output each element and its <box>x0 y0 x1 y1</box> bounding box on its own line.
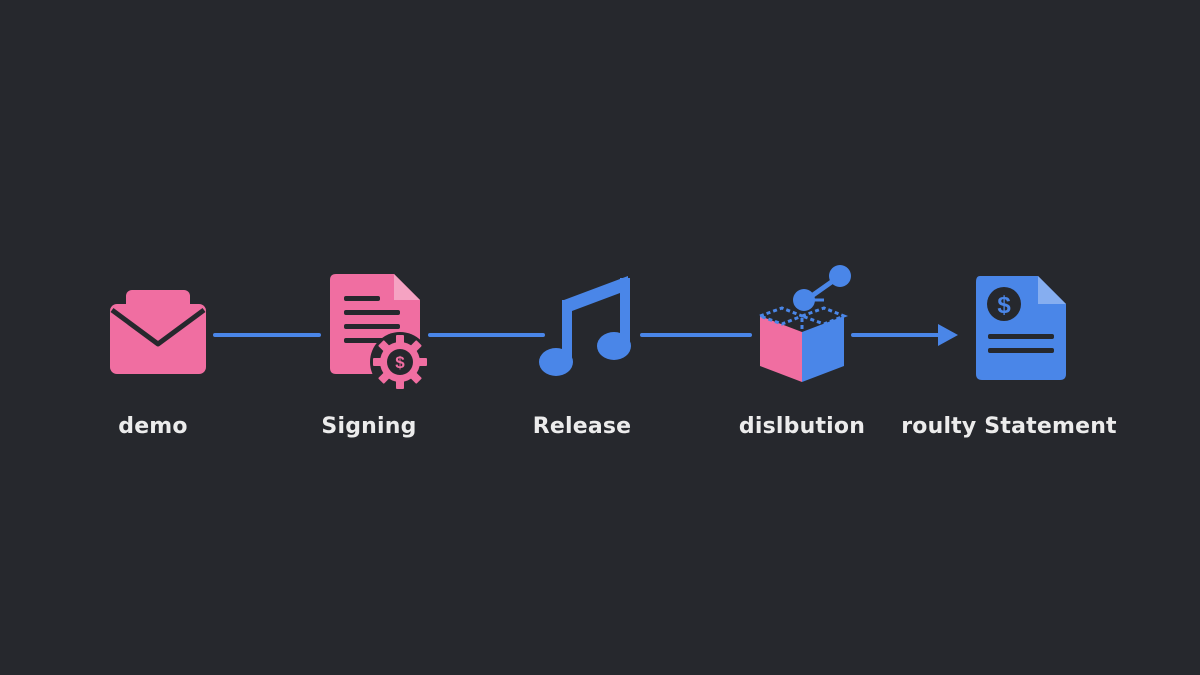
connector-distribution-royalty <box>851 333 943 337</box>
envelope-icon <box>108 288 208 376</box>
connector-release-distribution <box>640 333 752 337</box>
box-network-icon <box>754 262 854 384</box>
svg-text:$: $ <box>997 292 1011 319</box>
dollar-document-icon: $ <box>972 272 1072 384</box>
music-note-icon <box>536 270 636 382</box>
step-label-royalty-statement: roulty Statement <box>901 414 1117 439</box>
connector-demo-signing <box>213 333 321 337</box>
step-label-distribution: dislbution <box>738 414 866 439</box>
contract-dollar-gear-icon: $ <box>328 272 432 394</box>
step-label-release: Release <box>532 414 632 439</box>
step-label-demo: demo <box>118 414 188 439</box>
svg-text:$: $ <box>395 353 405 372</box>
connector-signing-release <box>428 333 545 337</box>
step-label-signing: Signing <box>321 414 417 439</box>
arrowhead-icon <box>938 324 958 346</box>
